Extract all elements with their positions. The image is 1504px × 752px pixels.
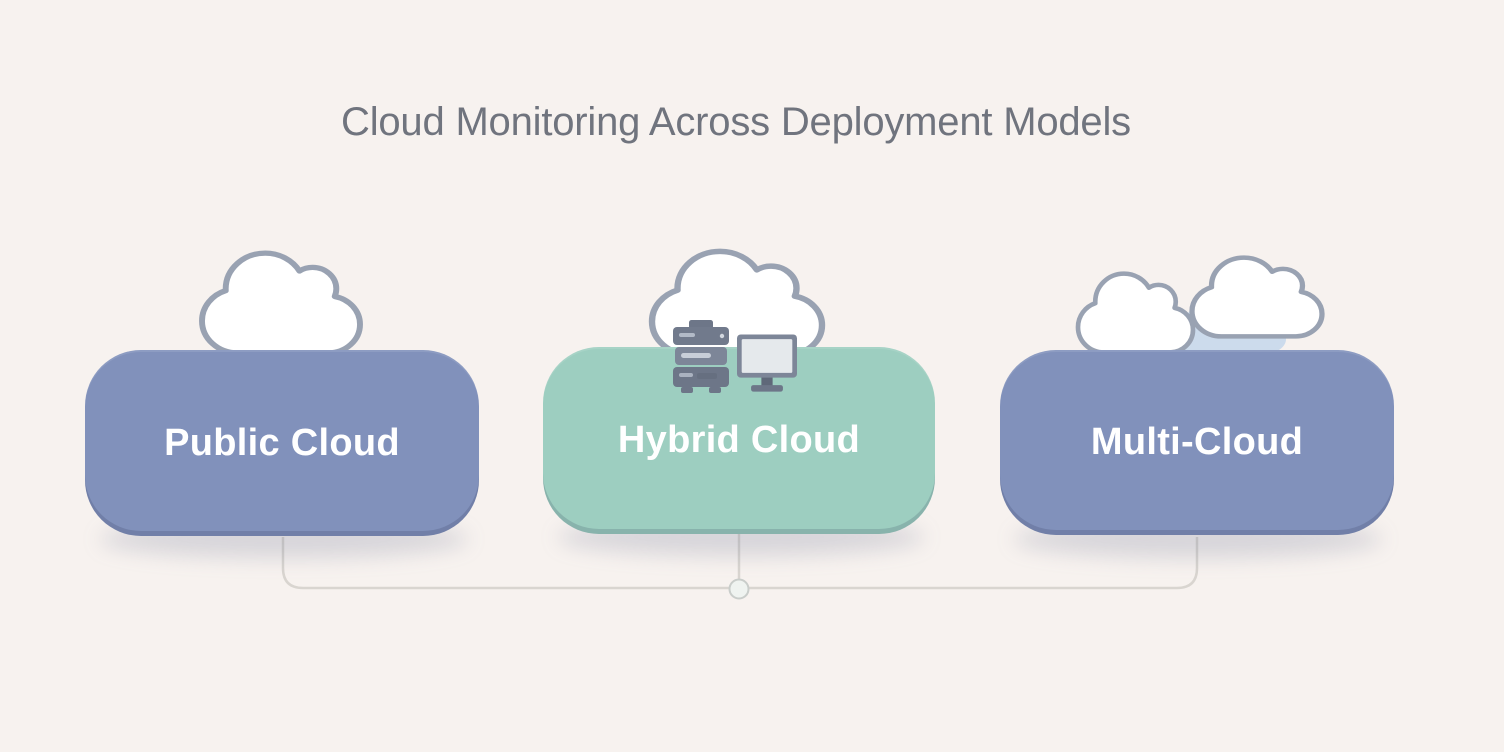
connector-junction-dot bbox=[728, 578, 750, 600]
large-cloud-icon bbox=[1189, 255, 1325, 339]
diagram-title: Cloud Monitoring Across Deployment Model… bbox=[341, 100, 1131, 144]
node-public-cloud: Public Cloud bbox=[85, 350, 479, 536]
node-label: Multi-Cloud bbox=[1090, 421, 1304, 463]
server-rack-icon bbox=[673, 320, 729, 393]
node-hybrid-cloud: Hybrid Cloud bbox=[543, 347, 935, 534]
node-label: Public Cloud bbox=[164, 421, 400, 464]
monitor-icon bbox=[737, 334, 797, 392]
single-cloud-icon bbox=[199, 250, 363, 356]
small-cloud-icon bbox=[1075, 271, 1196, 355]
node-multi-cloud: Multi-Cloud bbox=[1000, 350, 1394, 535]
node-label: Hybrid Cloud bbox=[617, 419, 861, 461]
